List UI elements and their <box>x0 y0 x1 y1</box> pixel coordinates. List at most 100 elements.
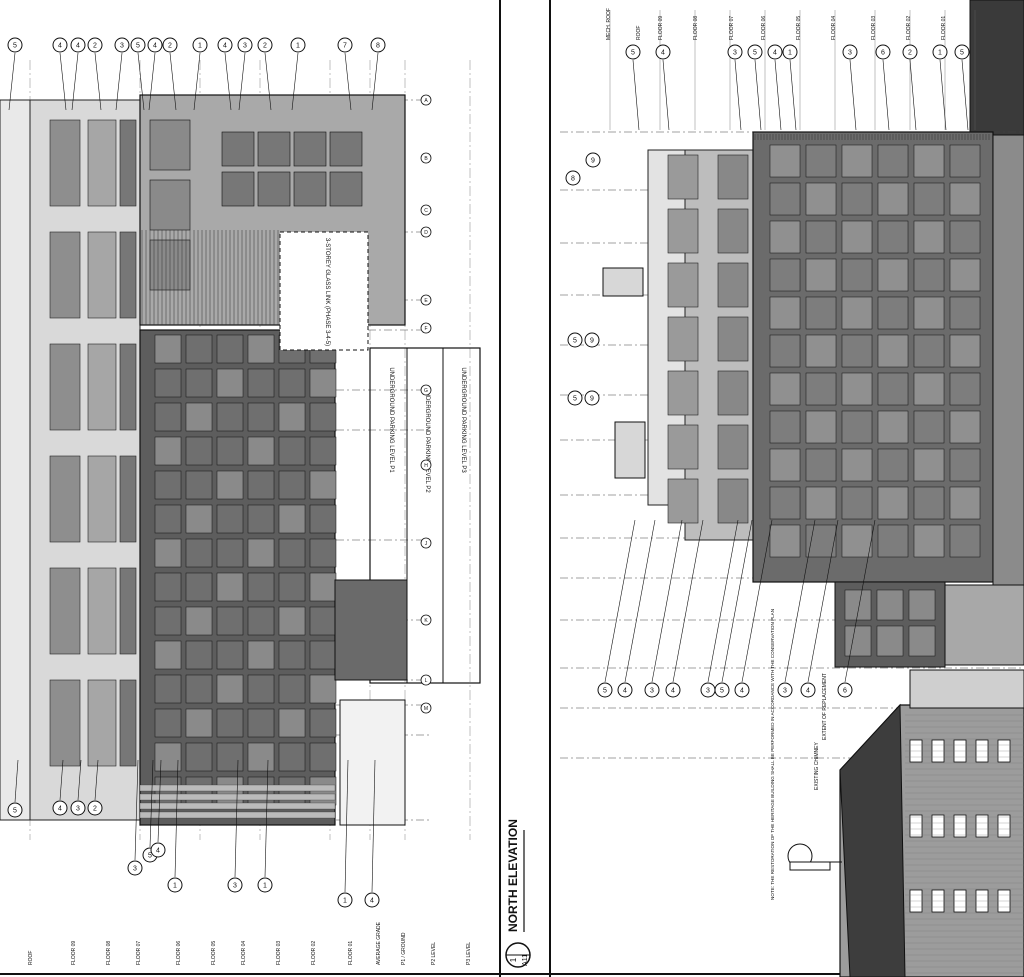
tag-circle <box>842 44 858 60</box>
heritage-window <box>931 814 945 838</box>
floor-label: FLOOR 06 <box>176 941 182 965</box>
window <box>216 470 244 500</box>
tag-number: 1 <box>296 43 300 50</box>
tag-number: 2 <box>908 50 912 57</box>
tag-number: 5 <box>631 50 635 57</box>
tag-callout: 5 <box>130 37 146 53</box>
window <box>949 524 981 558</box>
grid-letter: H <box>424 463 428 469</box>
floor-label: FLOOR 02 <box>311 941 317 965</box>
tag-number: 2 <box>263 43 267 50</box>
grid-letter: L <box>425 678 428 684</box>
window <box>913 182 945 216</box>
window <box>877 486 909 520</box>
heritage-window <box>975 814 989 838</box>
window <box>278 640 306 670</box>
floor-label: FLOOR 04 <box>241 941 247 965</box>
extent-note: EXTENT OF REPLACEMENT <box>822 673 828 740</box>
balcony-panel <box>717 316 749 362</box>
tag-number: 6 <box>843 688 847 695</box>
window <box>309 538 337 568</box>
leader-line <box>939 59 947 131</box>
balcony-panel <box>119 119 137 207</box>
window <box>769 486 801 520</box>
right-facade-bands <box>667 154 749 524</box>
tag-number: 4 <box>806 688 810 695</box>
balcony-panel <box>87 343 117 431</box>
tag-circle <box>597 682 613 698</box>
window <box>278 742 306 772</box>
tag-number: 1 <box>788 50 792 57</box>
window <box>805 220 837 254</box>
tag-callout: 4 <box>52 800 68 816</box>
window <box>949 448 981 482</box>
tag-circle <box>584 332 600 348</box>
window <box>841 182 873 216</box>
window <box>154 572 182 602</box>
tag-callout: 3 <box>114 37 130 53</box>
balcony-panel <box>667 316 699 362</box>
tag-number: 4 <box>153 43 157 50</box>
tag-number: 2 <box>168 43 172 50</box>
window <box>247 742 275 772</box>
window <box>185 334 213 364</box>
tag-callout: 5 <box>7 802 23 818</box>
window <box>278 538 306 568</box>
leader-line <box>909 59 917 131</box>
window <box>154 470 182 500</box>
leader-line <box>224 52 232 111</box>
window <box>841 144 873 178</box>
floor-label: P1 / GROUND <box>401 932 407 965</box>
window <box>278 470 306 500</box>
window <box>149 179 191 231</box>
tag-number: 6 <box>881 50 885 57</box>
balcony-panel <box>87 231 117 319</box>
tag-callout: 5 <box>625 44 641 60</box>
balcony-panel <box>49 119 81 207</box>
window <box>185 572 213 602</box>
window <box>913 144 945 178</box>
ref-sheet: A11 <box>522 954 529 966</box>
window <box>949 334 981 368</box>
existing-chimney-note: EXISTING CHIMNEY <box>814 742 820 790</box>
window <box>154 436 182 466</box>
window <box>805 258 837 292</box>
window <box>908 625 936 657</box>
window <box>769 524 801 558</box>
window <box>247 606 275 636</box>
balcony-panel <box>87 455 117 543</box>
tag-circle <box>290 37 306 53</box>
window <box>877 448 909 482</box>
tag-circle <box>767 44 783 60</box>
tag-number: 5 <box>13 808 17 815</box>
tag-circle <box>837 682 853 698</box>
leader-line <box>149 759 154 848</box>
tag-circle <box>364 892 380 908</box>
window <box>844 589 872 621</box>
window <box>913 372 945 406</box>
tag-circle <box>777 682 793 698</box>
window <box>908 589 936 621</box>
window <box>278 606 306 636</box>
tag-circle <box>147 37 163 53</box>
tag-number: 5 <box>136 43 140 50</box>
leader-line <box>784 519 816 683</box>
balcony-panel <box>667 370 699 416</box>
tag-callout: 3 <box>700 682 716 698</box>
tag-callout: 2 <box>87 800 103 816</box>
leader-line <box>721 519 753 683</box>
window <box>309 606 337 636</box>
window <box>247 368 275 398</box>
window <box>278 572 306 602</box>
tag-number: 3 <box>848 50 852 57</box>
tag-number: 9 <box>590 396 594 403</box>
floor-label: P2 LEVEL <box>431 942 437 965</box>
floor-label: FLOOR 07 <box>136 941 142 965</box>
leader-line <box>137 52 145 111</box>
window <box>769 182 801 216</box>
tag-number: 2 <box>93 806 97 813</box>
leader-line <box>169 52 177 111</box>
tag-circle <box>227 877 243 893</box>
